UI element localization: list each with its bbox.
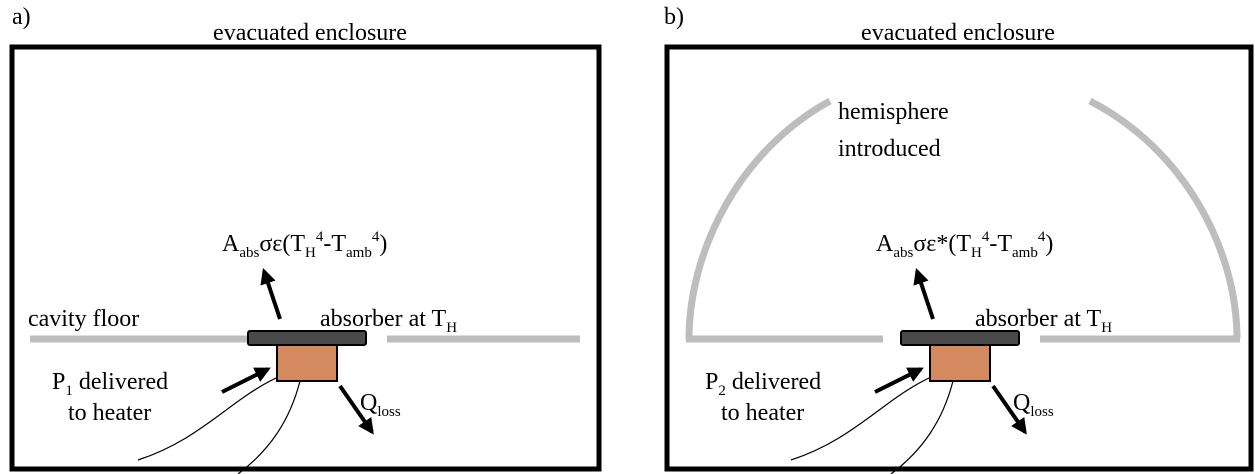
- panel-a-floor-label: cavity floor: [28, 306, 139, 332]
- panel-a-letter: a): [12, 4, 31, 30]
- panel-a-emission-arrow: [260, 267, 282, 320]
- panel-b-absorber-label: absorber at TH: [975, 306, 1112, 336]
- panel-b-enclosure-label: evacuated enclosure: [861, 20, 1055, 46]
- panel-a-heater: [276, 344, 338, 382]
- panel-b-emission-arrow: [913, 267, 935, 320]
- panel-b-loss-label: Qloss: [1013, 390, 1054, 420]
- panel-b-power-arrow: [874, 367, 924, 394]
- panel-b-hemisphere-left: [685, 97, 832, 340]
- panel-a-power-label: P1 delivered: [52, 369, 168, 399]
- panel-a-enclosure: [9, 44, 602, 472]
- panel-a-absorber-plate: [247, 330, 367, 346]
- panel-b-heater-wire-2: [890, 380, 954, 474]
- panel-a: a) evacuated enclosure cavity floor abso…: [9, 4, 602, 474]
- panel-b-letter: b): [664, 4, 684, 30]
- panel-a-loss-label: Qloss: [360, 390, 401, 420]
- panel-b-loss-arrow: [991, 384, 1027, 435]
- panel-a-loss-arrow: [338, 384, 374, 435]
- panel-b-enclosure: [664, 44, 1254, 472]
- panel-b-power-label-line2: to heater: [721, 400, 804, 426]
- panel-b-hemisphere-right: [1088, 97, 1241, 340]
- panel-b-hemisphere-label-line1: hemisphere: [838, 99, 949, 125]
- panel-b-absorber-plate: [900, 330, 1020, 346]
- panel-a-power-arrow: [221, 367, 271, 394]
- panel-a-emission-formula: Aabsσε(TH4-Tamb4): [222, 229, 387, 261]
- panel-b-heater-wire-1: [790, 377, 930, 461]
- panel-a-enclosure-label: evacuated enclosure: [213, 20, 407, 46]
- panel-b-emission-formula: Aabsσε*(TH4-Tamb4): [876, 229, 1053, 261]
- panel-a-absorber-label: absorber at TH: [320, 306, 457, 336]
- panel-b-power-label: P2 delivered: [705, 369, 821, 399]
- panel-b-hemisphere-label-line2: introduced: [838, 136, 941, 162]
- panel-b: b) evacuated enclosure hemisphere introd…: [664, 4, 1254, 474]
- panel-a-heater-wire-1: [137, 377, 277, 461]
- panel-a-power-label-line2: to heater: [68, 400, 151, 426]
- panel-a-heater-wire-2: [237, 380, 301, 474]
- panel-b-heater: [929, 344, 991, 382]
